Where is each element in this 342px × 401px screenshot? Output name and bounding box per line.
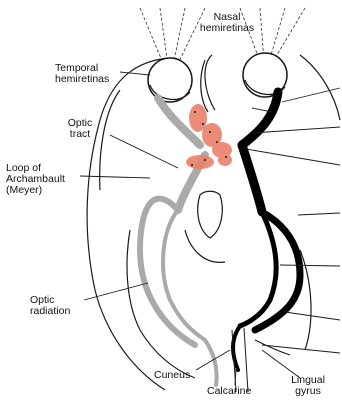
label-loop-of-archambault: Loop of Archambault (Meyer) [6, 163, 65, 196]
left-eye [148, 58, 192, 102]
label-temporal-hemiretinas: Temporal hemiretinas [55, 63, 109, 85]
label-nasal-hemiretinas: Nasal hemiretinas [192, 12, 262, 34]
label-lingual-gyrus: Lingual gyrus [284, 375, 332, 397]
right-visual-pathway [233, 92, 300, 370]
label-optic-radiation: Optic radiation [30, 295, 70, 317]
midbrain [185, 191, 225, 262]
label-calcarine: Calcarine [207, 386, 251, 397]
label-cuneus: Cuneus [154, 370, 190, 381]
occipital-poles [232, 328, 290, 392]
label-optic-tract: Optic tract [55, 118, 105, 140]
